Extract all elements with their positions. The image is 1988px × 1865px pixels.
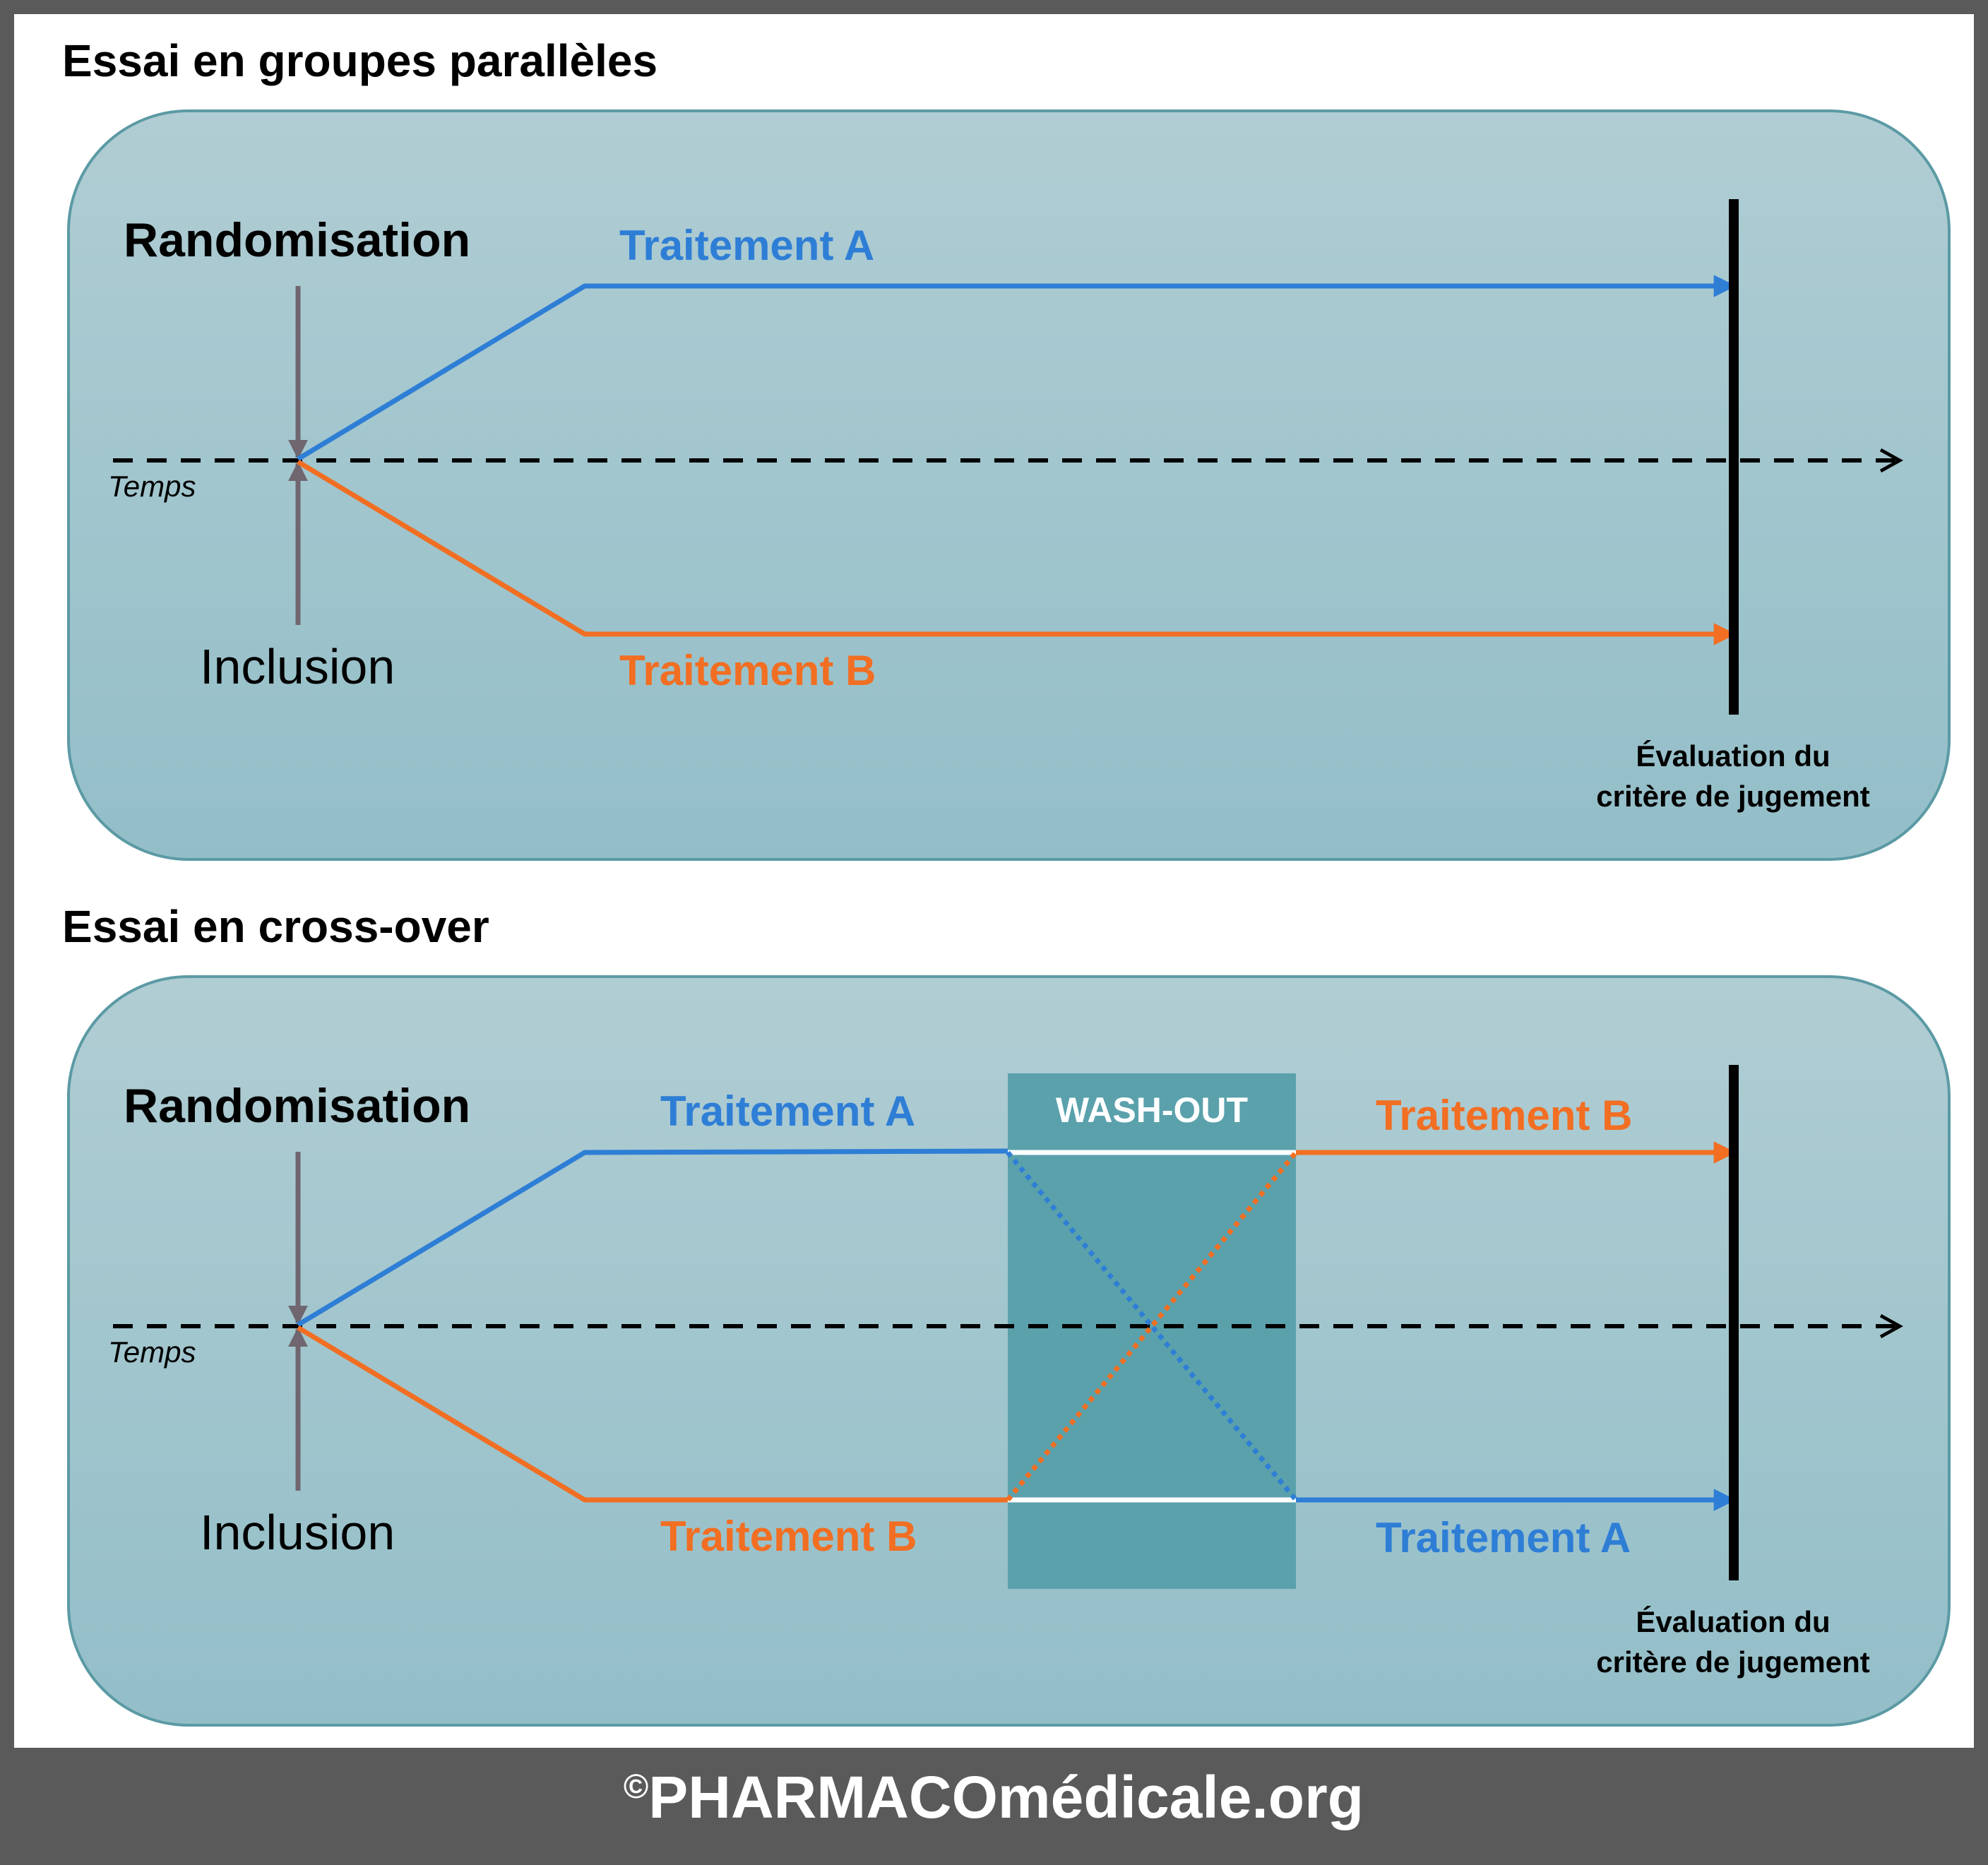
crossover-title: Essai en cross-over <box>62 901 489 952</box>
crossover-endpoint-label-line1: Évaluation du <box>1636 1605 1830 1638</box>
washout-switch-a-to-b <box>1006 1150 1298 1502</box>
crossover-inclusion-label: Inclusion <box>200 1505 395 1560</box>
crossover-endpoint-label-line2: critère de jugement <box>1596 1645 1869 1679</box>
crossover-period1-top-label: Traitement A <box>660 1088 915 1135</box>
parallel-endpoint-label-line1: Évaluation du <box>1636 739 1830 773</box>
copyright-symbol: © <box>624 1768 648 1806</box>
parallel-randomisation-label: Randomisation <box>124 213 470 267</box>
footer-site-name: PHARMACOmédicale.org <box>648 1764 1364 1830</box>
parallel-treatment-b-label: Traitement B <box>619 647 876 694</box>
parallel-panel <box>67 109 1951 861</box>
crossover-period2-top-label: Traitement B <box>1376 1092 1632 1139</box>
washout-switch-b-to-a <box>1006 1150 1298 1502</box>
parallel-endpoint-label-line2: critère de jugement <box>1596 780 1869 813</box>
parallel-inclusion-label: Inclusion <box>200 639 395 694</box>
parallel-title: Essai en groupes parallèles <box>62 35 657 86</box>
crossover-period1-top-path <box>297 1148 1008 1327</box>
crossover-period2-bottom-label: Traitement A <box>1376 1514 1631 1561</box>
parallel-time-axis-label: Temps <box>108 470 196 503</box>
crossover-randomisation-label: Randomisation <box>124 1079 470 1133</box>
parallel-treatment-b-path <box>297 460 1737 645</box>
crossover-period1-bottom-label: Traitement B <box>660 1513 917 1560</box>
footer-brand: ©PHARMACOmédicale.org <box>624 1764 1364 1830</box>
crossover-period1-bottom-path <box>297 1325 1008 1503</box>
washout-block <box>1008 1073 1296 1589</box>
parallel-treatment-a-label: Traitement A <box>619 222 874 269</box>
parallel-treatment-a-path <box>297 275 1737 461</box>
crossover-time-axis-label: Temps <box>108 1335 196 1369</box>
washout-label: WASH-OUT <box>1056 1090 1248 1130</box>
